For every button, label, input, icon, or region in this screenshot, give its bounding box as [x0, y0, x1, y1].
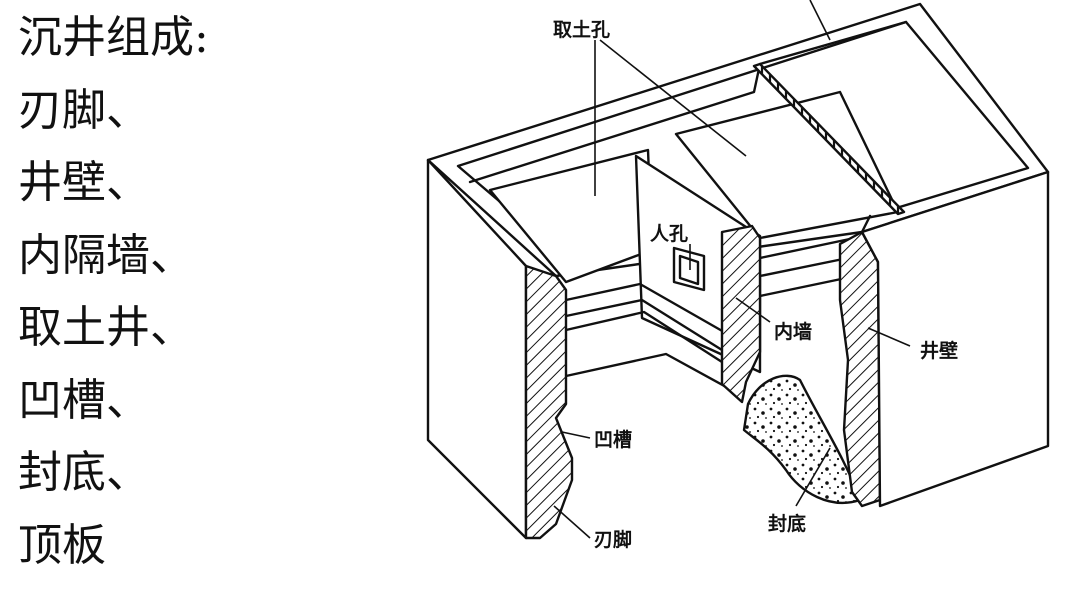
leader-top-slab	[809, 0, 831, 41]
groove-step-2	[564, 298, 724, 352]
leader-well-wall	[867, 327, 911, 347]
back-wall-section	[752, 62, 906, 216]
leader-cutting-edge	[553, 505, 591, 539]
label-groove: 凹槽	[594, 428, 632, 451]
leader-inner-wall	[735, 297, 771, 323]
list-title: 沉井组成:	[18, 12, 209, 63]
left-wall-section	[524, 264, 574, 540]
inner-wall-section	[720, 224, 762, 404]
list-item-inner-wall: 内隔墙、	[18, 229, 194, 281]
leader-groove	[561, 431, 591, 439]
groove-step-3	[564, 310, 724, 364]
leader-bottom-seal	[795, 447, 831, 507]
groove-step-4	[564, 352, 730, 390]
list-item-groove: 凹槽、	[18, 374, 150, 426]
label-cutting-edge: 刃脚	[594, 529, 632, 551]
label-inner-wall: 内墙	[774, 320, 812, 343]
bottom-seal	[742, 374, 862, 505]
leader-lines	[553, 0, 911, 539]
label-bottom-seal: 封底	[768, 512, 806, 535]
component-list: 沉井组成: 刃脚、 井壁、 内隔墙、 取土井、 凹槽、 封底、 顶板	[18, 2, 398, 582]
list-item-cutting-edge: 刃脚、	[18, 84, 150, 136]
list-item-well-wall: 井壁、	[18, 157, 150, 208]
right-outer-wall	[860, 170, 1050, 508]
rim-inner-ledge	[468, 20, 908, 184]
label-soil-hole: 取土孔	[553, 19, 610, 41]
leader-soil-hole-right	[599, 39, 747, 157]
manhole-inner	[678, 254, 700, 286]
label-well-wall: 井壁	[920, 339, 958, 362]
list-item-soil-well: 取土井、	[18, 302, 194, 353]
right-wall-top-edge	[860, 214, 872, 234]
list-item-bottom-seal: 封底、	[18, 447, 150, 498]
right-ledge-2	[758, 256, 850, 278]
list-item-top-slab: 顶板	[18, 519, 106, 571]
label-manhole: 人孔	[650, 223, 688, 245]
right-ledge-3	[758, 276, 848, 298]
